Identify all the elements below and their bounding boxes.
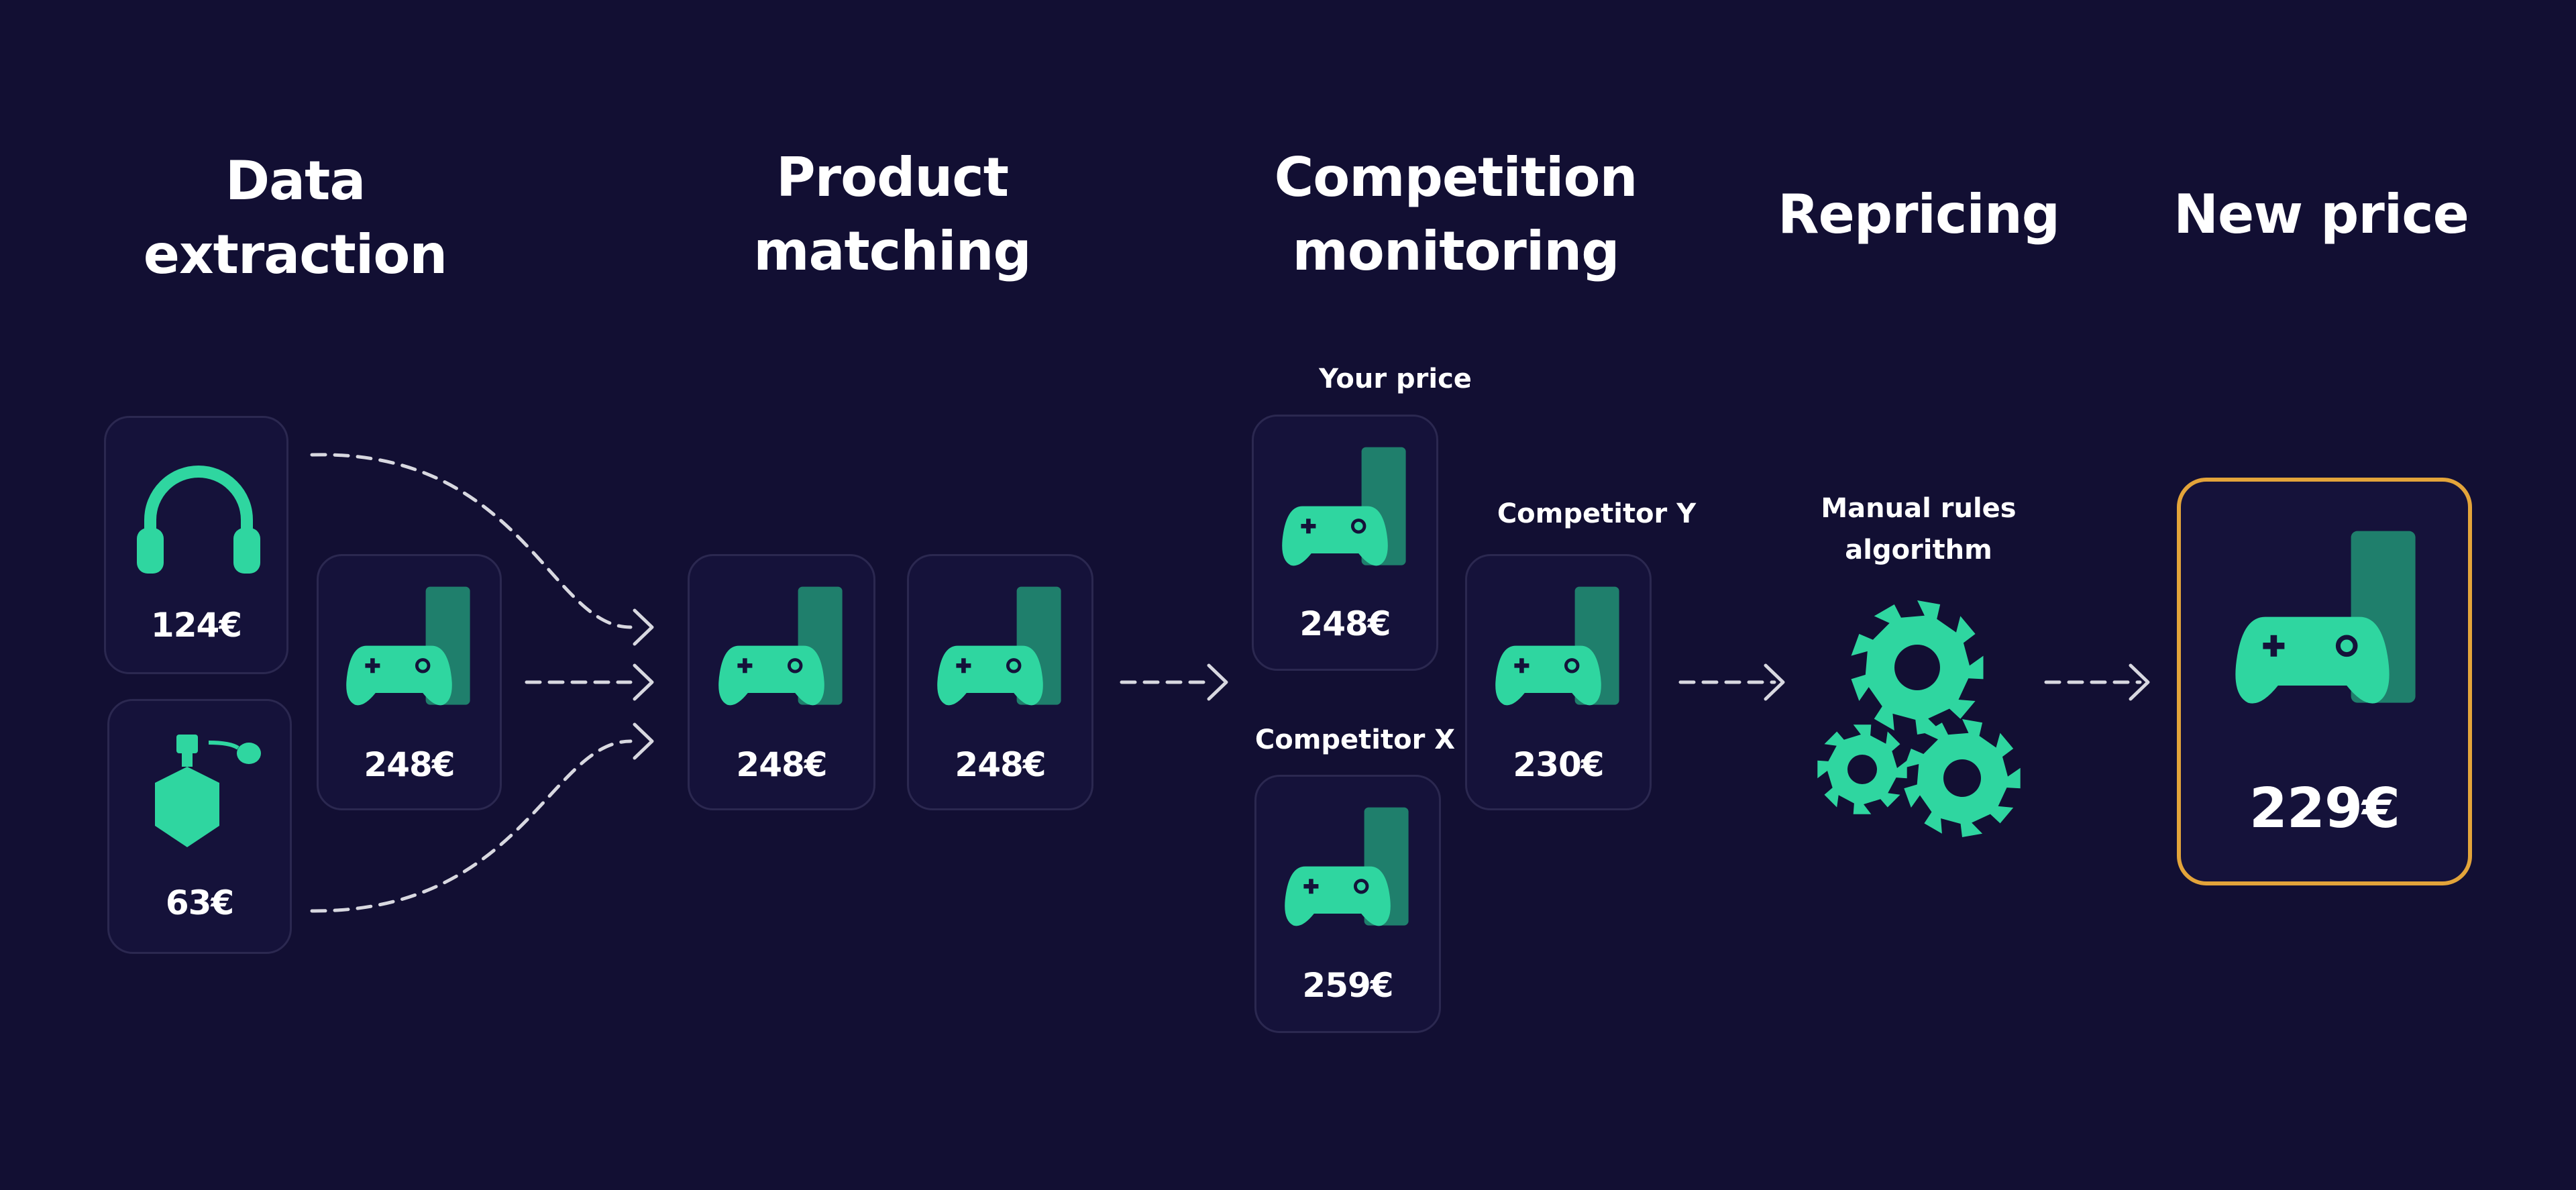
product-card-perfume: 63€ <box>107 699 292 954</box>
gear-small-right <box>1904 719 2021 837</box>
price-competitor-x: 259€ <box>1302 966 1393 1005</box>
arrowhead-3 <box>633 722 654 760</box>
label-competitor-x: Competitor X <box>1254 724 1456 755</box>
price-matched-1: 248€ <box>736 745 827 784</box>
price-headphones: 124€ <box>150 606 242 645</box>
gamepad-icon <box>1282 447 1406 566</box>
gamepad-icon <box>346 586 470 706</box>
price-matched-2: 248€ <box>955 745 1046 784</box>
product-card-competitor-y: 230€ <box>1465 554 1652 810</box>
product-card-headphones: 124€ <box>104 416 288 674</box>
gamepad-icon <box>1495 586 1619 706</box>
product-card-your-price: 248€ <box>1252 415 1438 671</box>
headphones-icon <box>137 466 260 574</box>
price-competitor-y: 230€ <box>1513 745 1604 784</box>
label-your-price: Your price <box>1319 364 1472 394</box>
gamepad-icon <box>1285 807 1409 926</box>
gamepad-icon <box>937 586 1061 706</box>
price-your-price: 248€ <box>1299 604 1391 643</box>
arrow-perfume-to-matching <box>310 739 633 913</box>
gamepad-icon <box>718 586 843 706</box>
controller-body <box>2235 616 2390 704</box>
gamepad-icon <box>2235 531 2416 704</box>
perfume-bottle-icon <box>155 735 261 847</box>
stage-heading-new-price: New price <box>2174 183 2469 246</box>
price-extracted-console: 248€ <box>364 745 455 784</box>
arrowhead-2 <box>633 663 654 701</box>
arrowhead-1 <box>633 608 654 646</box>
product-card-extracted-console: 248€ <box>317 554 502 810</box>
label-competitor-y: Competitor Y <box>1497 498 1697 529</box>
new-price-card: 229€ <box>2177 478 2472 885</box>
product-card-matched-1: 248€ <box>688 554 875 810</box>
gear-small-left <box>1817 724 1907 814</box>
stage-heading-repricing: Repricing <box>1777 183 2060 246</box>
arrowhead-6 <box>2129 663 2150 701</box>
gear-large <box>1851 600 1984 735</box>
product-card-matched-2: 248€ <box>907 554 1093 810</box>
arrowhead-5 <box>1764 663 1785 701</box>
price-new-price: 229€ <box>2249 777 2400 841</box>
product-card-competitor-x: 259€ <box>1254 775 1441 1033</box>
price-perfume: 63€ <box>165 883 234 922</box>
arrowhead-4 <box>1207 663 1228 701</box>
arrow-headphones-to-matching <box>310 453 633 629</box>
